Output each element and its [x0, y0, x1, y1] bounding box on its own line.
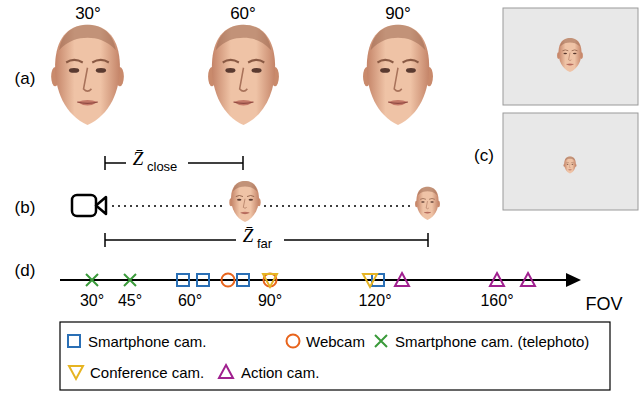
x-marker — [86, 274, 98, 286]
square-marker — [177, 274, 189, 286]
up-triangle-marker — [521, 273, 535, 286]
circle-marker — [264, 274, 277, 287]
circle-marker — [222, 274, 235, 287]
smartphone-marker — [177, 274, 384, 286]
square-marker — [237, 274, 249, 286]
axis-arrowhead — [566, 273, 581, 287]
distance-symbol: Z̄ — [133, 149, 144, 168]
camera-lens — [96, 197, 106, 214]
fov-axis — [60, 273, 581, 287]
legend-label: Action cam. — [241, 365, 319, 380]
image-panel — [503, 8, 638, 105]
bracket-line — [105, 162, 126, 164]
legend-square-symbol — [68, 335, 80, 347]
bracket-tick — [427, 233, 429, 247]
panel-letter: (a) — [15, 70, 36, 87]
distance-subscript: far — [257, 237, 272, 250]
up-triangle-marker — [490, 273, 504, 286]
bracket-line — [284, 239, 428, 241]
distance-symbol: Z̄ — [243, 226, 254, 245]
panel-letter: (d) — [15, 262, 36, 279]
action-marker — [395, 273, 535, 286]
dotted-line — [112, 205, 226, 207]
webcam-marker — [222, 274, 277, 287]
legend-x-symbol — [375, 335, 387, 347]
axis-markers — [86, 273, 535, 287]
face-30 — [51, 25, 124, 125]
face-in-image — [564, 156, 577, 173]
square-marker — [197, 274, 209, 286]
bracket-line — [105, 239, 236, 241]
tick-label: 160° — [480, 293, 513, 309]
conference-marker — [263, 274, 377, 287]
tick-label: 30° — [80, 293, 104, 309]
bracket-line — [188, 162, 243, 164]
camera-body — [72, 195, 96, 216]
face-60 — [208, 25, 279, 125]
legend-label: Smartphone cam. (telephoto) — [395, 334, 589, 349]
tick-label: 45° — [118, 293, 142, 309]
distance-subscript: close — [147, 160, 177, 173]
image-panel — [503, 113, 638, 210]
legend-label: Conference cam. — [90, 365, 204, 380]
face-illustration — [51, 25, 433, 125]
axis-title: FOV — [585, 295, 622, 313]
bracket-tick — [242, 156, 244, 170]
panel-letter: (b) — [15, 199, 36, 216]
tick-label: 60° — [178, 293, 202, 309]
legend-label: Webcam — [306, 334, 365, 349]
legend-box — [60, 322, 610, 390]
legend-up-triangle-symbol — [219, 365, 233, 378]
face-far — [415, 187, 440, 220]
camera-icon — [72, 195, 106, 216]
telephoto-marker — [86, 274, 136, 286]
view-angle: 90° — [385, 5, 411, 22]
distance-bracket — [105, 156, 428, 247]
legend-frame — [60, 322, 610, 390]
view-angle: 30° — [75, 5, 101, 22]
bracket-tick — [104, 156, 106, 170]
down-triangle-marker — [363, 274, 377, 287]
face-90 — [363, 25, 433, 125]
legend-down-triangle-symbol — [69, 366, 83, 379]
x-marker — [124, 274, 136, 286]
panel-letter: (c) — [474, 147, 494, 164]
distance-dotted-line — [112, 205, 410, 207]
legend-label: Smartphone cam. — [88, 334, 206, 349]
dotted-line — [264, 205, 410, 207]
view-angle: 60° — [230, 5, 256, 22]
bracket-tick — [104, 233, 106, 247]
legend-circle-symbol — [287, 335, 300, 348]
image-panels — [503, 8, 638, 210]
tick-label: 120° — [358, 293, 391, 309]
up-triangle-marker — [395, 273, 409, 286]
tick-label: 90° — [258, 293, 282, 309]
face-close — [229, 181, 260, 222]
face-in-image — [557, 38, 583, 72]
down-triangle-marker — [263, 274, 277, 287]
